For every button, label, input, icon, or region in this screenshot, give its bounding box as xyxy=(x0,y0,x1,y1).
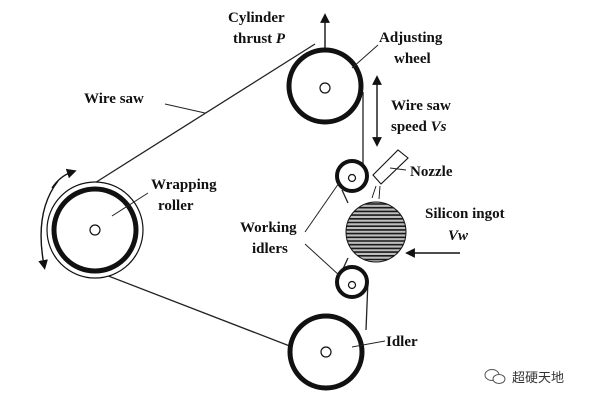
leader-adjusting-wheel xyxy=(351,44,379,69)
wire-top-segment xyxy=(89,43,316,187)
wire-loop xyxy=(89,43,369,351)
wrapping-roller-hub xyxy=(89,224,101,236)
nozzle-icon xyxy=(371,149,409,200)
label-adjusting-wheel: Adjusting xyxy=(379,30,443,46)
label-idler: Idler xyxy=(386,334,418,350)
label-silicon-ingot: Silicon ingot xyxy=(425,206,505,222)
working-idler-bottom-hub xyxy=(347,280,357,290)
wechat-logo-icon xyxy=(484,369,506,384)
leader-nozzle xyxy=(389,167,407,171)
adjusting-wheel xyxy=(286,47,364,125)
adjusting-wheel-hub xyxy=(319,82,331,94)
label-wrapping-roller: Wrapping xyxy=(151,177,217,193)
watermark: 超硬天地 xyxy=(484,369,564,386)
leader-wire-saw xyxy=(164,103,206,114)
wire-bottom-segment xyxy=(97,271,301,351)
label-adjusting-wheel-line2: wheel xyxy=(394,51,431,67)
idler xyxy=(287,313,365,391)
rotation-arrow-icon xyxy=(38,180,59,270)
label-wrapping-roller-line2: roller xyxy=(158,198,194,214)
silicon-ingot xyxy=(345,201,407,263)
working-idler-top-hub xyxy=(347,173,357,183)
label-wire-saw-speed: Wire saw xyxy=(391,98,451,114)
label-nozzle: Nozzle xyxy=(410,164,453,180)
leader-working-idlers-bottom xyxy=(304,243,341,277)
leader-wrapping-roller xyxy=(111,192,149,217)
silicon-ingot-body xyxy=(345,201,407,263)
watermark-text: 超硬天地 xyxy=(512,371,564,386)
idler-hub xyxy=(320,346,332,358)
working-idler-top xyxy=(335,159,369,193)
label-silicon-ingot-vw: Vw xyxy=(448,228,469,244)
working-idler-bottom xyxy=(335,265,369,299)
label-cylinder-thrust-line2: thrust P xyxy=(233,31,286,47)
leader-idler xyxy=(351,340,386,348)
label-working-idlers: Working xyxy=(240,220,297,236)
wire-idler-run-top xyxy=(341,189,349,204)
label-cylinder-thrust: Cylinder xyxy=(228,10,285,26)
label-wire-saw: Wire saw xyxy=(84,91,144,107)
rotation-arrow-top-icon xyxy=(51,168,77,189)
label-working-idlers-line2: idlers xyxy=(252,241,288,257)
label-wire-saw-speed-line2: speed Vs xyxy=(391,119,447,135)
leader-working-idlers-top xyxy=(304,182,340,233)
wrapping-roller xyxy=(38,168,144,279)
